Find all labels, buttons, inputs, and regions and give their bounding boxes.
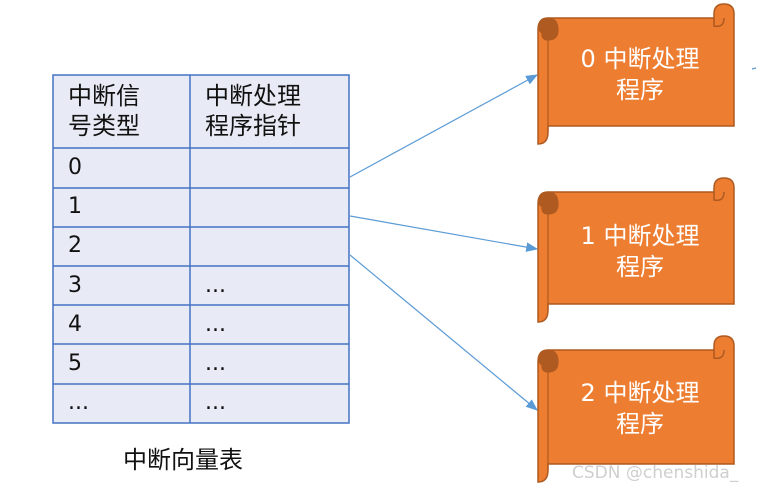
vector-table [52,74,350,424]
arrow-to-handler-2 [349,254,538,411]
handler-0-label-line1: 0 中断处理 [580,45,700,73]
table-cell-type: 3 [68,273,82,298]
pointer-arrows [349,67,757,411]
handler-1-label-line2: 程序 [616,253,664,281]
table-cell-pointer: ... [205,351,226,376]
watermark-text: CSDN @chenshida_ [572,463,739,483]
table-caption: 中断向量表 [123,446,243,474]
table-cell-pointer: ... [205,273,226,298]
table-cell-type: 2 [68,233,82,258]
arrow-fragment [751,67,757,70]
table-cell-pointer: ... [205,390,226,415]
header-signal-type-line1: 中断信 [68,82,140,110]
table-background [52,74,350,424]
handler-0-label-line2: 程序 [616,76,664,104]
table-cell-type: 4 [68,312,82,337]
handler-scroll-0 [537,3,735,145]
arrow-to-handler-1 [349,215,539,252]
handler-1-label-line1: 1 中断处理 [580,222,700,250]
handler-2-label-line2: 程序 [616,410,664,438]
arrow-to-handler-0 [349,74,539,178]
table-cell-type: 5 [68,351,82,376]
table-cell-type: 0 [68,155,82,180]
header-handler-pointer-line1: 中断处理 [205,82,301,110]
table-cell-pointer: ... [205,312,226,337]
handler-scroll-2 [537,335,735,483]
table-cell-type: 1 [68,194,82,219]
table-cell-type: ... [68,390,89,415]
header-handler-pointer-line2: 程序指针 [205,112,301,140]
header-signal-type-line2: 号类型 [68,112,140,140]
handler-scroll-1 [537,177,735,323]
handler-2-label-line1: 2 中断处理 [580,379,700,407]
